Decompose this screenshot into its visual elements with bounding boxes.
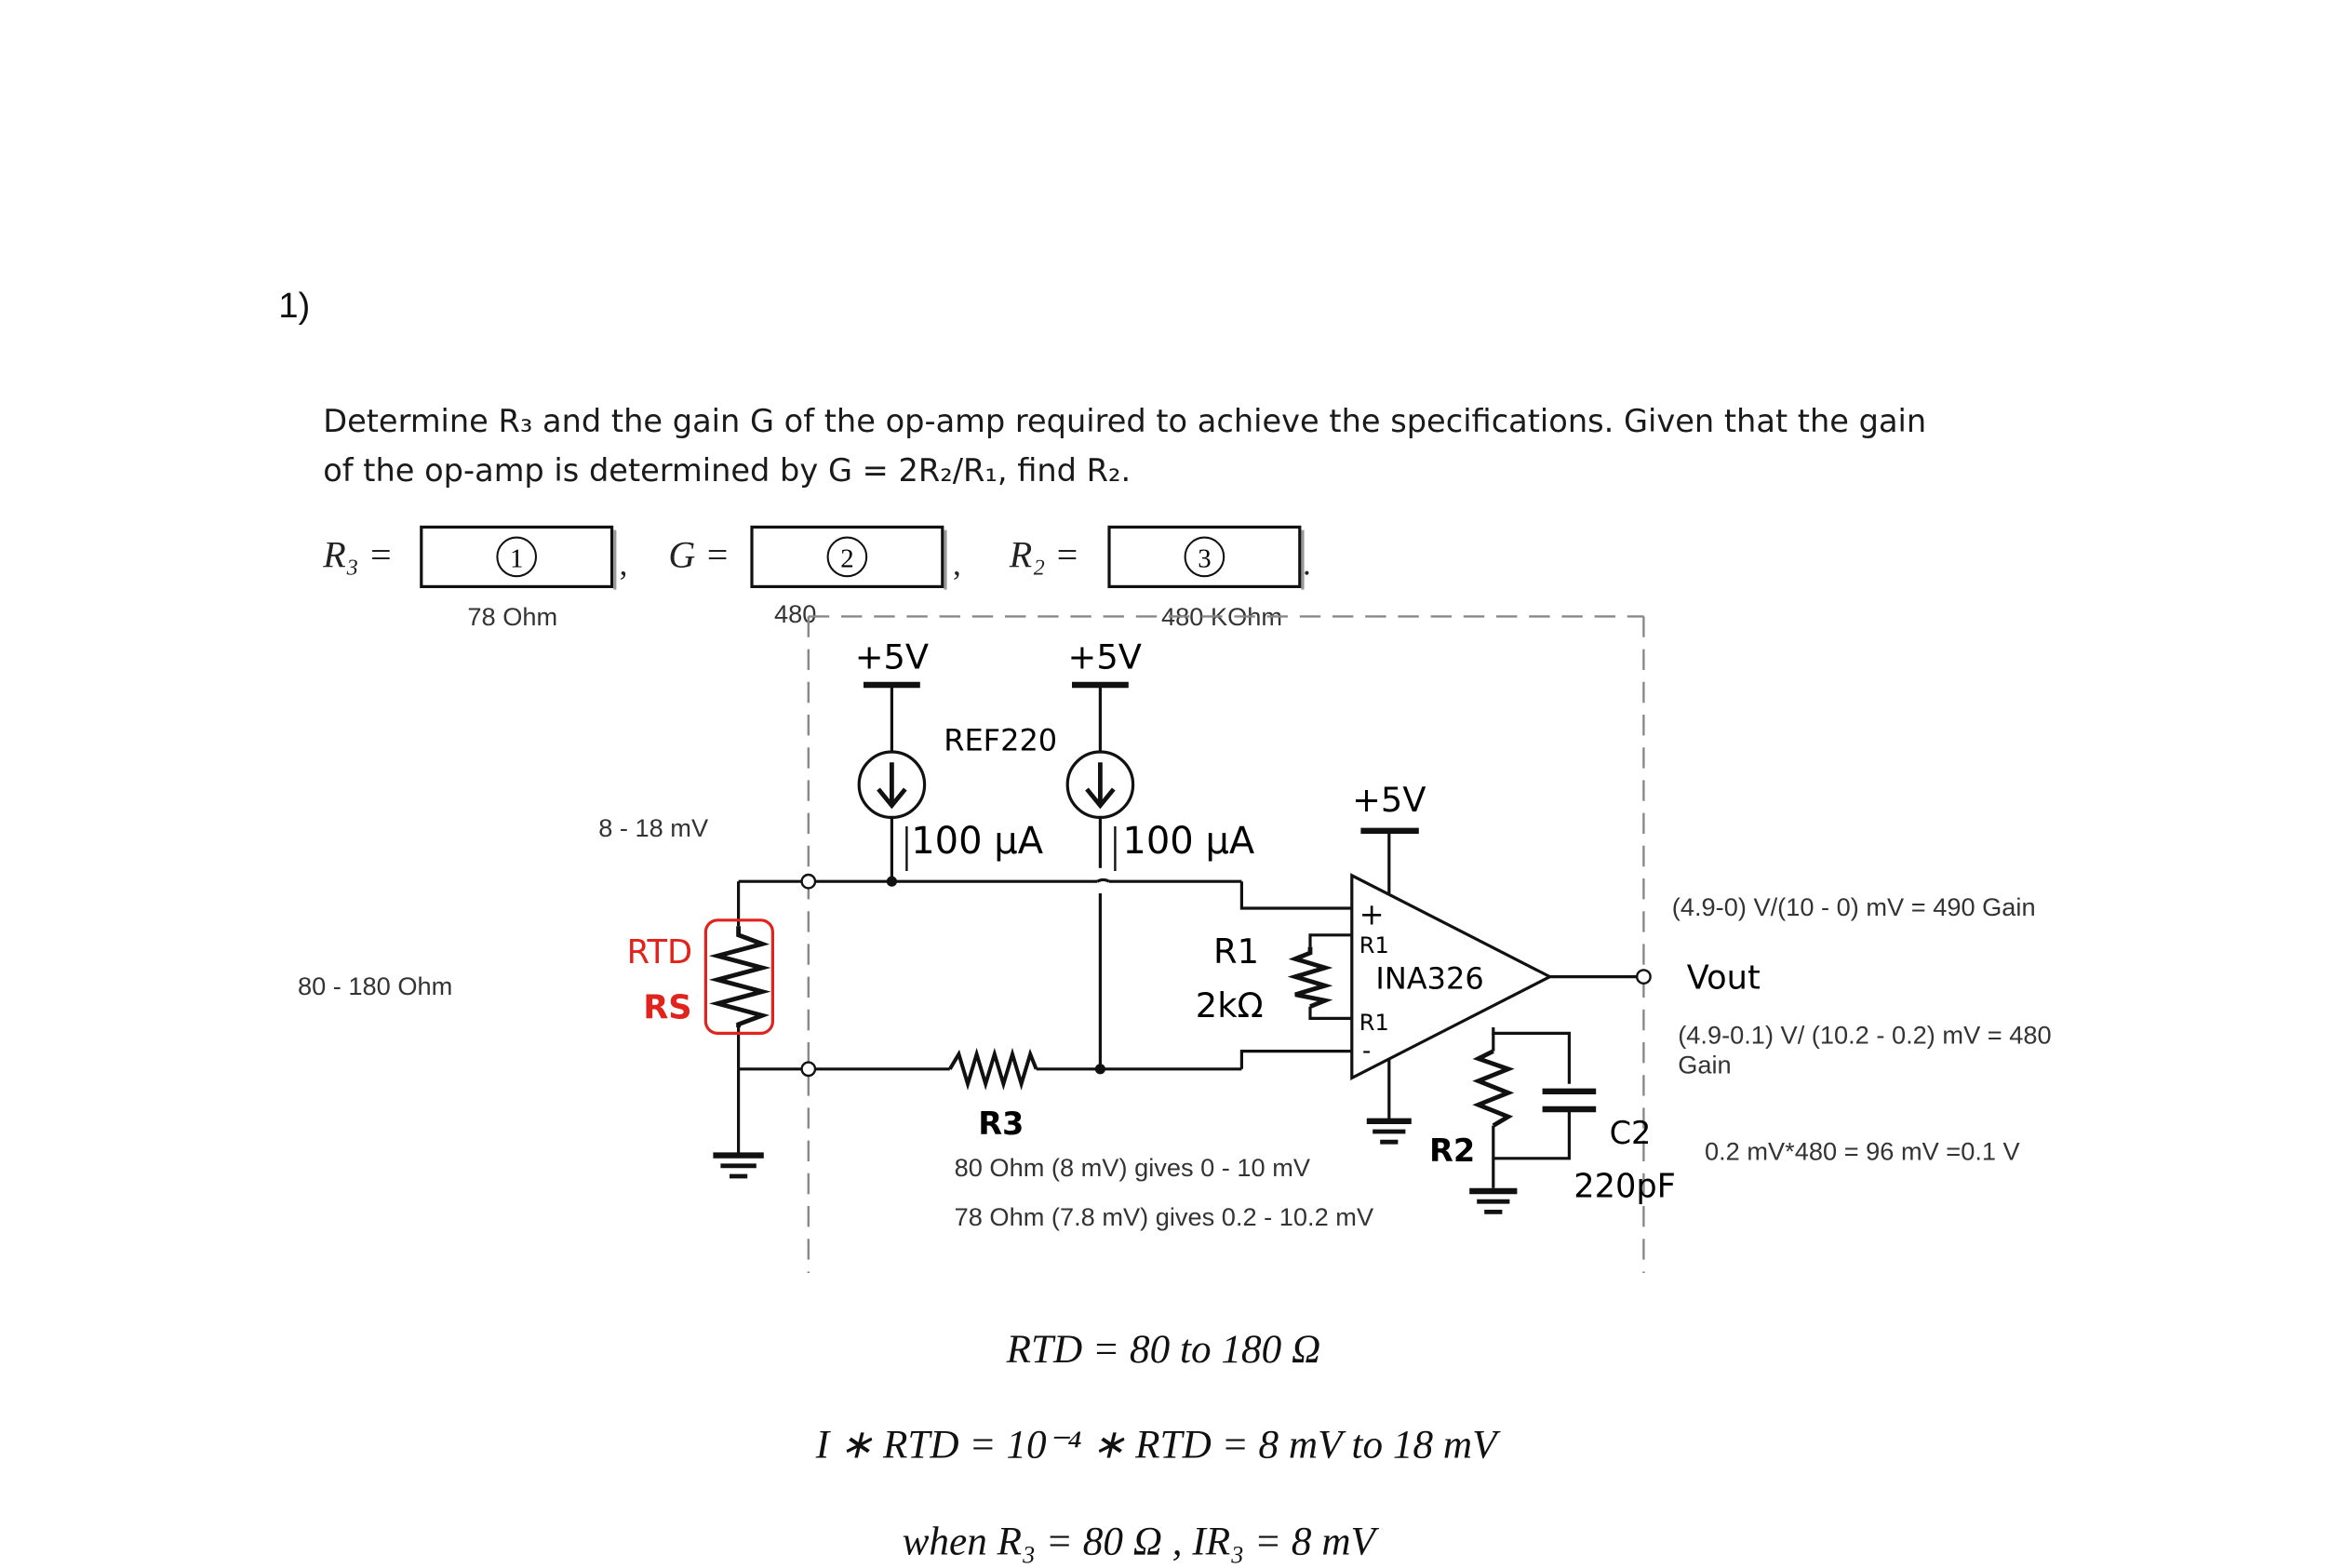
r3-answer: 78 Ohm	[467, 603, 558, 632]
box-2-number: 2	[840, 544, 853, 574]
r1-label: R1	[1213, 931, 1259, 972]
voltage-range-note: 8 - 18 mV	[598, 814, 709, 843]
ground-icon	[713, 1152, 764, 1179]
junction-node	[1094, 1064, 1105, 1075]
r3-note-1: 80 Ohm (8 mV) gives 0 - 10 mV	[954, 1154, 1311, 1183]
terminal-node	[800, 1061, 817, 1078]
current-source-1	[857, 750, 927, 882]
problem-line-1: Determine R₃ and the gain G of the op-am…	[323, 403, 1927, 439]
r1-value: 2kΩ	[1196, 985, 1264, 1025]
amp-r1-bot-label: R1	[1359, 1010, 1389, 1036]
vout-terminal	[1636, 969, 1652, 985]
r3-resistor	[948, 1047, 1038, 1091]
wires	[737, 878, 1352, 1155]
r2-label: R2	[1429, 1132, 1475, 1169]
box-3-number: 3	[1198, 544, 1211, 574]
problem-number: 1)	[278, 286, 311, 327]
supply-2: +5V	[1067, 637, 1142, 753]
box-1-number: 1	[510, 544, 523, 574]
amp-r1-top-label: R1	[1359, 932, 1389, 958]
g-answer-label: G =	[668, 536, 730, 577]
current-1-label: 100 µA	[911, 820, 1044, 863]
equation-1: RTD = 80 to 180 Ω	[1006, 1326, 1321, 1372]
answer-box-1: 1	[420, 525, 617, 590]
comma-1: ,	[619, 544, 628, 583]
dashed-enclosure	[807, 615, 1645, 1274]
current-source-2	[1065, 750, 1135, 868]
terminal-node	[800, 873, 817, 890]
ina326-amplifier	[1350, 827, 1639, 1120]
rtd-resistor	[703, 918, 775, 1036]
rtd-label: RTD	[627, 933, 692, 972]
r3-label: R3	[978, 1106, 1024, 1142]
rs-label: RS	[643, 988, 691, 1026]
ground-icon	[1469, 1187, 1518, 1214]
supply-2-label: +5V	[1067, 637, 1141, 677]
vout-label: Vout	[1687, 958, 1761, 997]
answer-box-2: 2	[750, 525, 947, 590]
problem-line-2: of the op-amp is determined by G = 2R₂/R…	[323, 452, 1132, 489]
gain-calc-2a: (4.9-0.1) V/ (10.2 - 0.2) mV = 480	[1678, 1021, 2052, 1050]
supply-1-label: +5V	[855, 637, 929, 677]
amp-minus-label: -	[1362, 1038, 1371, 1065]
gain-calc-1: (4.9-0) V/(10 - 0) mV = 490 Gain	[1671, 893, 2036, 922]
supply-3-label: +5V	[1352, 780, 1426, 820]
r2-answer-label: R₂ =	[1009, 536, 1080, 577]
ina326-label: INA326	[1375, 960, 1483, 996]
c2-label: C2	[1610, 1115, 1652, 1151]
ground-icon	[1366, 1118, 1412, 1145]
junction-node	[886, 876, 897, 887]
ref220-label: REF220	[944, 722, 1057, 757]
current-2-label: 100 µA	[1122, 820, 1255, 863]
amp-plus-label: +	[1359, 897, 1385, 932]
comma-2: ,	[953, 544, 961, 583]
answer-box-3: 3	[1107, 525, 1305, 590]
rtd-range-note: 80 - 180 Ohm	[298, 972, 453, 1001]
offset-calc: 0.2 mV*480 = 96 mV =0.1 V	[1705, 1137, 2020, 1166]
supply-1: +5V	[855, 637, 929, 753]
c2-value: 220pF	[1573, 1167, 1676, 1205]
r1-resistor	[1287, 946, 1333, 1009]
gain-calc-2b: Gain	[1678, 1051, 1732, 1079]
r2-c2-network	[1472, 1027, 1597, 1188]
r3-note-2: 78 Ohm (7.8 mV) gives 0.2 - 10.2 mV	[954, 1202, 1374, 1232]
period: .	[1303, 544, 1311, 583]
equation-2: I ∗ RTD = 10⁻⁴ ∗ RTD = 8 mV to 18 mV	[815, 1422, 1497, 1467]
equation-3: when R₃ = 80 Ω , IR₃ = 8 mV	[902, 1519, 1375, 1563]
r3-answer-label: R₃ =	[323, 536, 394, 577]
